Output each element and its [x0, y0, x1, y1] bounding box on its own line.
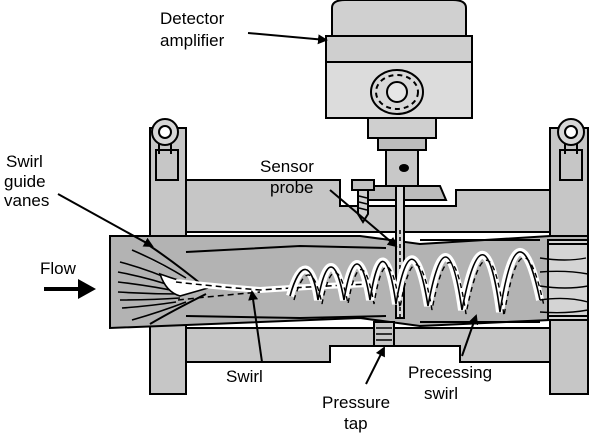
pressure-tap-fitting [373, 321, 395, 347]
leader-swirl [248, 290, 263, 363]
leader-pressure-tap [365, 346, 385, 385]
leader-sensor-probe [329, 189, 398, 248]
leader-precessing-swirl [461, 314, 479, 357]
label-swirl: Swirl [226, 367, 263, 386]
leader-lines [57, 32, 479, 385]
precessing-swirl-helix [286, 247, 545, 317]
left-lifting-eye [151, 118, 179, 181]
label-sensor-probe: Sensor probe [260, 157, 319, 197]
label-swirl-guide-vanes: Swirl guide vanes [4, 152, 50, 210]
right-lifting-eye [557, 118, 585, 181]
leader-swirl-guide-vanes [57, 193, 154, 247]
leader-detector-amplifier [247, 32, 328, 45]
flow-arrow [44, 279, 96, 299]
label-flow: Flow [40, 259, 77, 278]
detector-amplifier-housing [325, 0, 473, 201]
label-detector-amplifier: Detector amplifier [160, 9, 229, 50]
label-pressure-tap: Pressure tap [322, 393, 395, 433]
label-precessing-swirl: Precessing swirl [408, 363, 497, 403]
outlet-flow-lines [539, 257, 589, 314]
meter-body [109, 127, 589, 395]
